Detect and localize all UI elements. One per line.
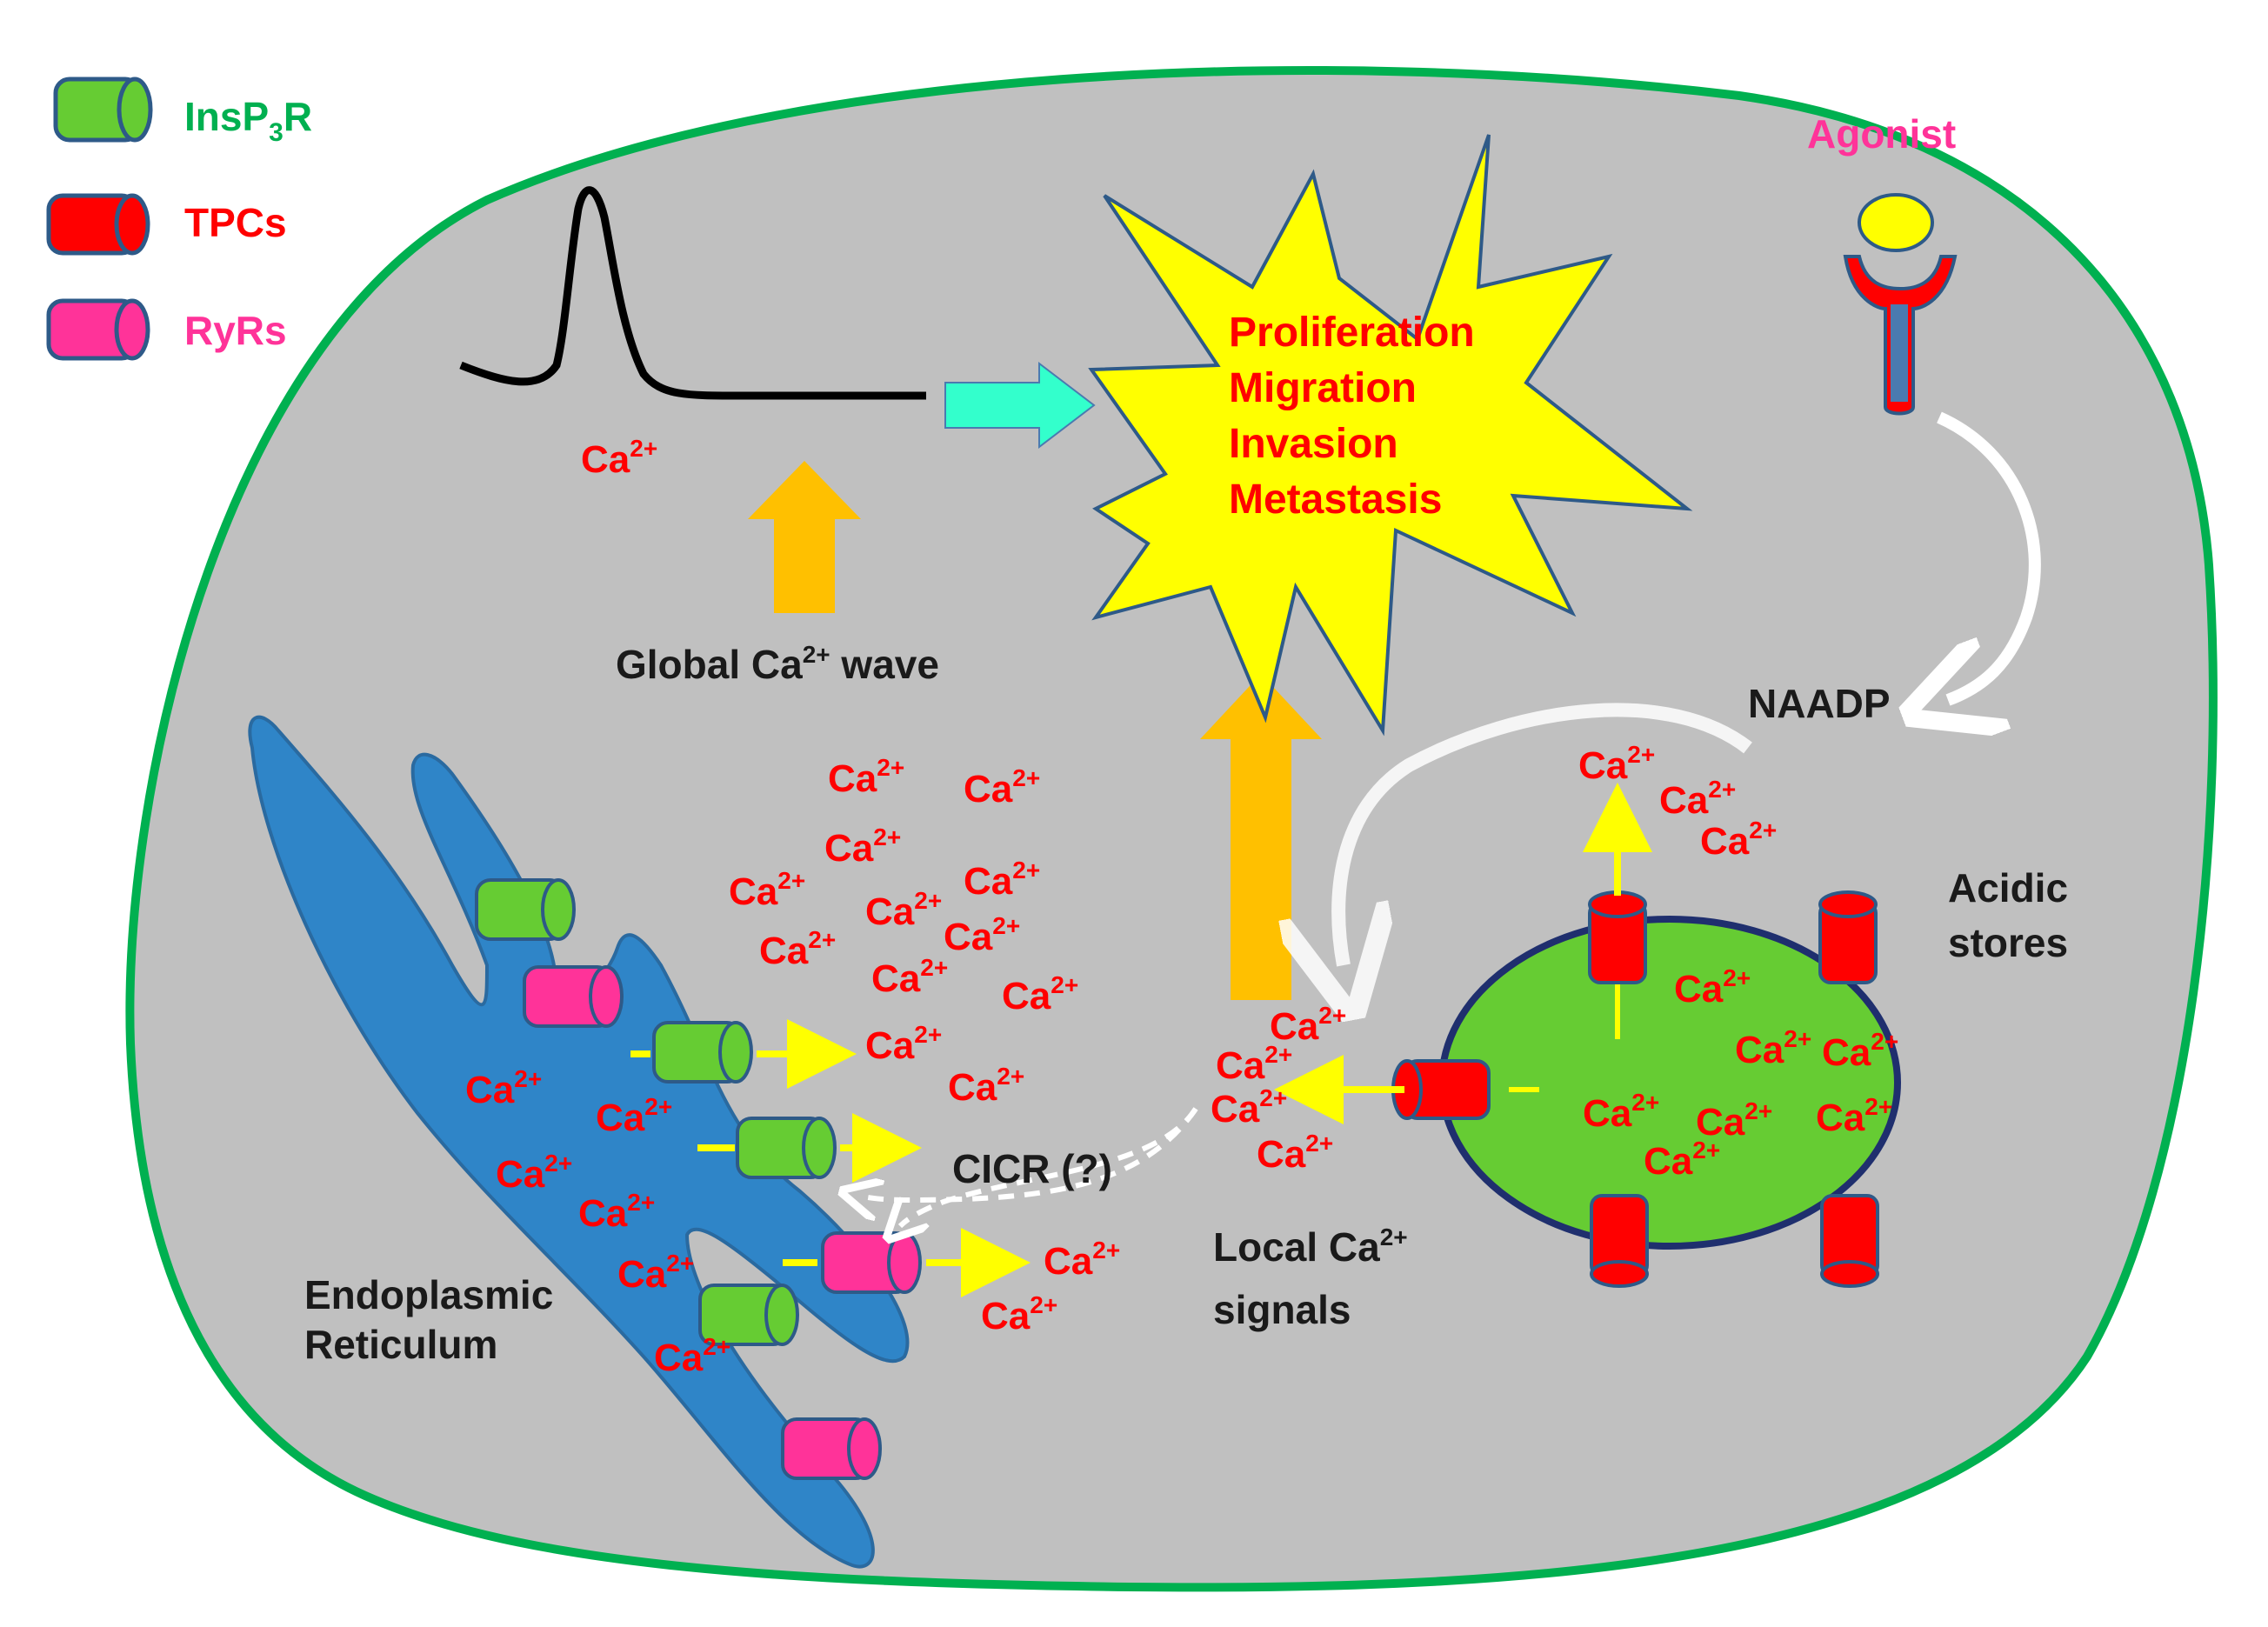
agonist-ligand: [1858, 193, 1934, 252]
ca-ion-label: Ca2+: [1044, 1237, 1120, 1283]
ryr-channel: [821, 1231, 922, 1294]
ca-ion-label: Ca2+: [824, 824, 901, 870]
ca-ion-label: Ca2+: [1578, 741, 1655, 787]
legend-tpcs-label: TPCs: [184, 200, 287, 245]
ca-ion-label: Ca2+: [578, 1189, 655, 1235]
ca-ion-label: Ca2+: [948, 1063, 1024, 1109]
ca-ion-label: Ca2+: [944, 912, 1020, 958]
trace-ca-label: Ca2+: [581, 435, 657, 481]
insp3r-legend-icon: [53, 77, 153, 143]
legend-insp3r-label: InsP3R: [184, 94, 312, 147]
global-wave-arrow: [748, 461, 861, 613]
ca-ion-label: Ca2+: [1583, 1089, 1659, 1135]
cicr-label: CICR (?): [952, 1146, 1112, 1191]
ca-ion-label: Ca2+: [871, 954, 948, 1000]
outcome-starburst: [1088, 134, 1693, 737]
agonist-label: Agonist: [1807, 111, 1956, 157]
ca-ion-label: Ca2+: [964, 764, 1040, 810]
tpc-channel: [1588, 890, 1647, 984]
ca-ion-label: Ca2+: [759, 926, 836, 972]
tpc-channel: [1820, 1194, 1879, 1288]
ca-ion-label: Ca2+: [1700, 817, 1777, 863]
ca-ion-label: Ca2+: [1735, 1025, 1811, 1071]
local-signals-label-line2: signals: [1213, 1287, 1351, 1332]
ca-ion-label: Ca2+: [1211, 1084, 1287, 1130]
legend-ryrs-label: RyRs: [184, 308, 287, 353]
ryr-legend-icon: [46, 298, 150, 361]
ca-ion-label: Ca2+: [617, 1250, 694, 1296]
ryr-channel: [523, 965, 624, 1028]
er-label-line2: Reticulum: [304, 1322, 497, 1367]
ca-ion-label: Ca2+: [865, 887, 942, 933]
legend: InsP3R TPCs RyRs: [46, 77, 312, 361]
outcome-proliferation: Proliferation: [1229, 310, 1475, 356]
ca-ion-label: Ca2+: [1696, 1097, 1772, 1144]
ca-ion-label: Ca2+: [465, 1065, 542, 1111]
insp3r-channel: [736, 1117, 837, 1179]
outcome-invasion: Invasion: [1229, 421, 1398, 467]
acidic-stores-label-line2: stores: [1948, 920, 2068, 965]
global-wave-label: Global Ca2+ wave: [616, 641, 939, 687]
ca-ion-label: Ca2+: [981, 1291, 1057, 1337]
insp3r-channel: [475, 878, 576, 941]
tpc-legend-icon: [46, 193, 150, 256]
ca-ion-label: Ca2+: [654, 1333, 730, 1379]
ca-ion-label: Ca2+: [1270, 1002, 1346, 1048]
tpc-channel: [1391, 1059, 1491, 1120]
ca-ion-label: Ca2+: [1644, 1137, 1720, 1183]
acidic-stores-label-line1: Acidic: [1948, 865, 2068, 910]
naadp-to-local-arrow: [1338, 703, 1752, 965]
ca-ion-label: Ca2+: [1257, 1130, 1333, 1176]
local-signals-label-line1: Local Ca2+: [1213, 1224, 1408, 1270]
cytosolic-ca-ions: Ca2+Ca2+Ca2+Ca2+Ca2+Ca2+Ca2+Ca2+Ca2+Ca2+…: [465, 741, 1898, 1379]
ca-ion-label: Ca2+: [496, 1150, 572, 1196]
receptor-to-naadp-arrow: [1939, 411, 2041, 700]
insp3r-channel: [652, 1021, 753, 1084]
naadp-label: NAADP: [1748, 681, 1891, 726]
ca-ion-label: Ca2+: [1216, 1041, 1292, 1087]
insp3r-channel: [698, 1284, 799, 1346]
ca-ion-label: Ca2+: [596, 1093, 672, 1139]
ca-ion-label: Ca2+: [1002, 971, 1078, 1017]
cicr-arrow: [900, 1107, 1198, 1226]
tpc-channel: [1818, 890, 1878, 984]
ca-ion-label: Ca2+: [865, 1021, 942, 1067]
ca-ion-label: Ca2+: [828, 754, 904, 800]
ca-ion-label: Ca2+: [729, 867, 805, 913]
ca-ion-label: Ca2+: [1816, 1093, 1892, 1139]
er-label-line1: Endoplasmic: [304, 1272, 553, 1317]
ca-ion-label: Ca2+: [1659, 776, 1736, 822]
ca-ion-label: Ca2+: [1822, 1028, 1898, 1074]
calcium-transient-trace: [459, 186, 926, 400]
ryr-channel: [781, 1417, 882, 1480]
tpc-channel: [1590, 1194, 1649, 1288]
cyan-arrow: [944, 361, 1096, 450]
ca-ion-label: Ca2+: [964, 857, 1040, 903]
outcome-migration: Migration: [1229, 365, 1417, 411]
ca-ion-label: Ca2+: [1674, 964, 1751, 1010]
outcome-metastasis: Metastasis: [1229, 477, 1442, 523]
